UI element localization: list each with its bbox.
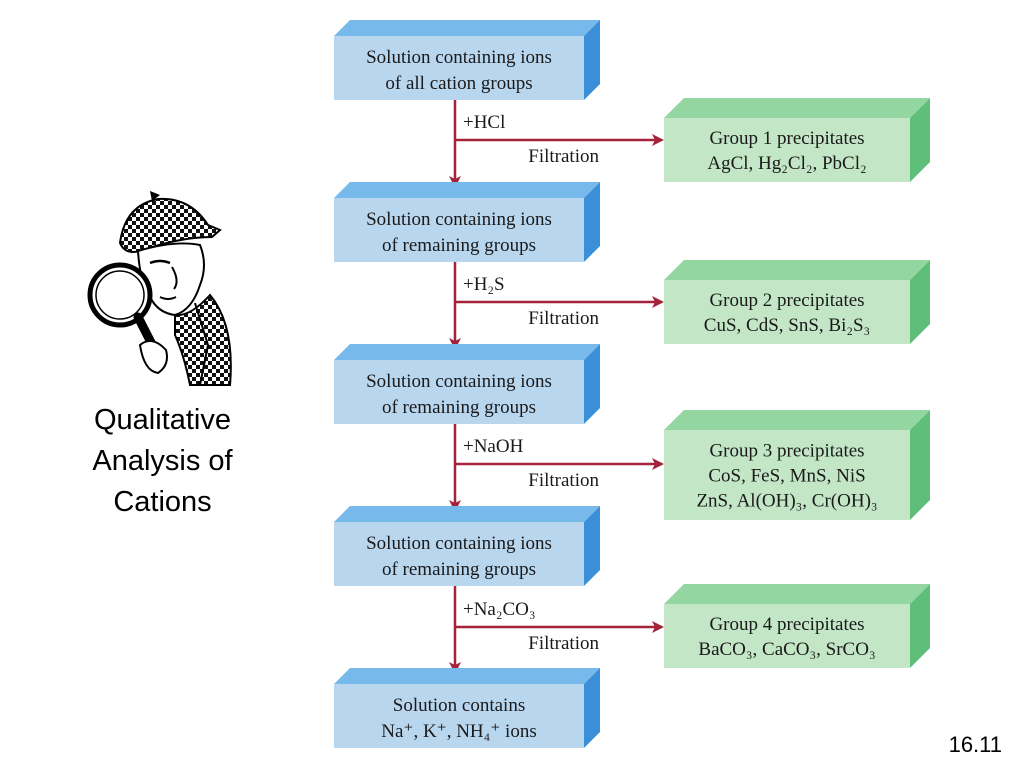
precipitate-box-1-side <box>910 98 930 182</box>
title-line-1: Qualitative <box>93 404 231 436</box>
solution-box-4-top <box>334 506 600 522</box>
solution-box-1-line-2: of all cation groups <box>385 73 532 94</box>
filtration-label-4: Filtration <box>528 633 599 654</box>
detective-illustration <box>87 191 232 386</box>
solution-box-4-line-1: Solution containing ions <box>366 533 552 554</box>
reagent-label-1: +HCl <box>463 112 505 133</box>
filtration-label-2: Filtration <box>528 308 599 329</box>
reagent-label-2: +H₂S <box>463 274 505 295</box>
title-line-2: Analysis of <box>92 445 233 477</box>
precipitate-box-4-line-1: Group 4 precipitates <box>709 614 864 635</box>
solution-box-4-line-2: of remaining groups <box>382 559 536 580</box>
solution-box-3-face <box>334 360 584 424</box>
solution-box-3-top <box>334 344 600 360</box>
solution-box-2-face <box>334 198 584 262</box>
solution-box-4-side <box>584 506 600 586</box>
solution-boxes: Solution containing ions of all cation gr… <box>334 20 600 748</box>
precipitate-box-3-line-2: CoS, FeS, MnS, NiS <box>708 466 865 487</box>
solution-box-2-line-1: Solution containing ions <box>366 209 552 230</box>
solution-box-3-side <box>584 344 600 424</box>
precipitate-box-1-face <box>664 118 910 182</box>
solution-box-2: Solution containing ions of remaining gro… <box>334 182 600 262</box>
precipitate-box-1-line-1: Group 1 precipitates <box>709 128 864 149</box>
connectors <box>449 100 664 674</box>
solution-box-1-side <box>584 20 600 100</box>
precipitate-box-3-side <box>910 410 930 520</box>
precipitate-box-1-line-2: AgCl, Hg₂Cl₂, PbCl₂ <box>707 153 866 174</box>
precipitate-box-1-top <box>664 98 930 118</box>
solution-box-5-top <box>334 668 600 684</box>
solution-box-2-top <box>334 182 600 198</box>
precipitate-box-3-line-3: ZnS, Al(OH)₃, Cr(OH)₃ <box>696 491 877 512</box>
precipitate-box-4-top <box>664 584 930 604</box>
precipitate-box-2-side <box>910 260 930 344</box>
slide-number: 16.11 <box>948 732 1002 757</box>
solution-box-4-face <box>334 522 584 586</box>
solution-box-3-line-2: of remaining groups <box>382 397 536 418</box>
filtration-label-1: Filtration <box>528 146 599 167</box>
solution-box-1-top <box>334 20 600 36</box>
step-labels: +HClFiltration+H₂SFiltration+NaOHFiltrat… <box>463 112 599 654</box>
solution-box-5-face <box>334 684 584 748</box>
reagent-label-3: +NaOH <box>463 436 524 457</box>
solution-box-1: Solution containing ions of all cation gr… <box>334 20 600 100</box>
precipitate-box-2-top <box>664 260 930 280</box>
precipitate-box-2-line-2: CuS, CdS, SnS, Bi₂S₃ <box>704 315 870 336</box>
solution-box-4: Solution containing ions of remaining gro… <box>334 506 600 586</box>
reagent-label-4: +Na₂CO₃ <box>463 599 536 620</box>
precipitate-box-4-face <box>664 604 910 668</box>
solution-box-5-line-1: Solution contains <box>393 695 525 716</box>
precipitate-box-3-face <box>664 430 910 520</box>
precipitate-box-2-line-1: Group 2 precipitates <box>709 290 864 311</box>
solution-box-3-line-1: Solution containing ions <box>366 371 552 392</box>
solution-box-1-line-1: Solution containing ions <box>366 47 552 68</box>
filtration-label-3: Filtration <box>528 470 599 491</box>
precipitate-box-3-top <box>664 410 930 430</box>
title-line-3: Cations <box>113 486 212 518</box>
precipitate-box-4-line-2: BaCO₃, CaCO₃, SrCO₃ <box>698 639 875 660</box>
precipitate-box-3-line-1: Group 3 precipitates <box>709 441 864 462</box>
solution-box-5-side <box>584 668 600 748</box>
solution-box-3: Solution containing ions of remaining gro… <box>334 344 600 424</box>
precipitate-box-2-face <box>664 280 910 344</box>
slide-title: Qualitative Analysis of Cations <box>60 400 265 523</box>
precipitate-box-4-side <box>910 584 930 668</box>
solution-box-2-line-2: of remaining groups <box>382 235 536 256</box>
solution-box-1-face <box>334 36 584 100</box>
solution-box-2-side <box>584 182 600 262</box>
solution-box-5-line-2: Na⁺, K⁺, NH₄⁺ ions <box>381 721 536 742</box>
